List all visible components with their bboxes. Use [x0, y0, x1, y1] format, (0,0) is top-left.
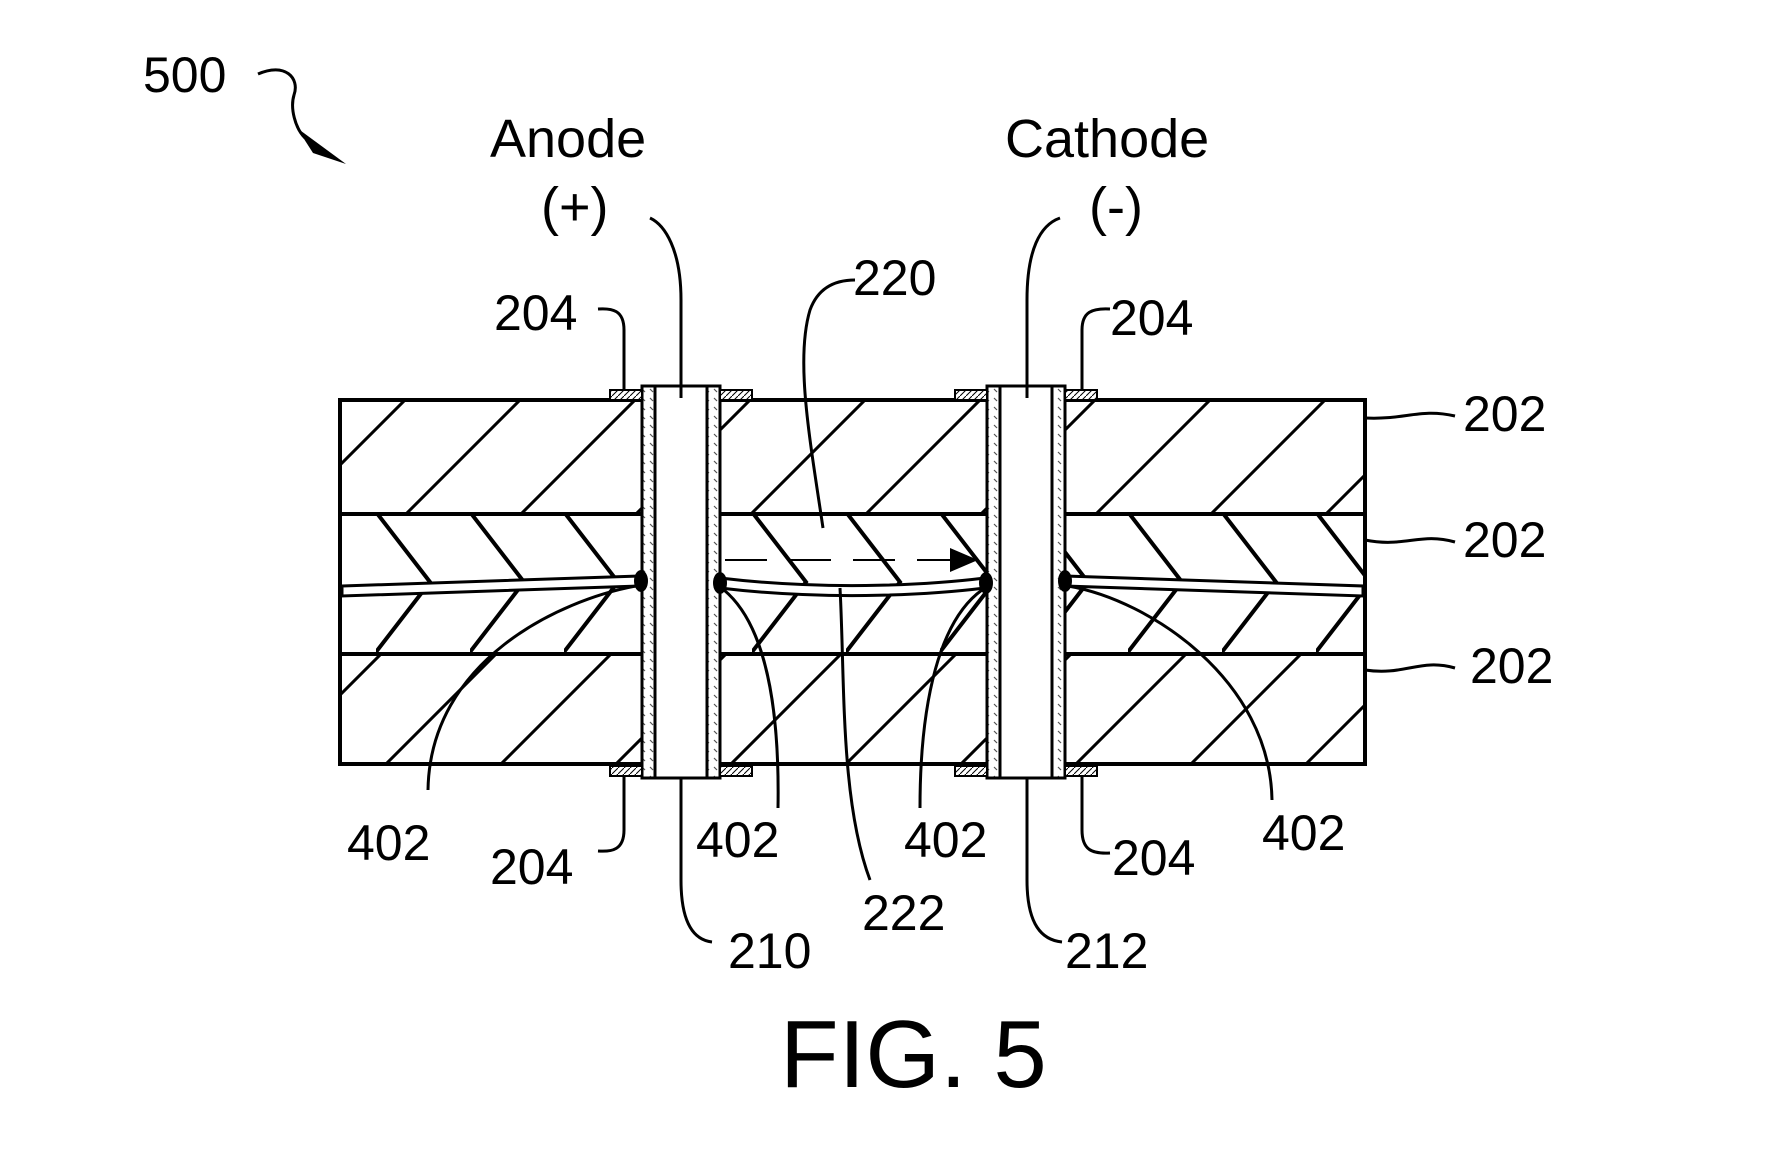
pad-bottom-cathode-left	[955, 766, 987, 776]
pad-top-cathode-left	[955, 390, 987, 400]
leader-anode	[650, 218, 681, 398]
label-204-bottom-left: 204	[490, 839, 573, 895]
pad-bottom-left	[610, 766, 642, 776]
leader-204-bottom-right	[1082, 776, 1110, 853]
leader-212	[1027, 778, 1062, 942]
cathode-name: Cathode	[1005, 109, 1209, 169]
leader-202-bottom	[1365, 665, 1455, 671]
anode-polarity: (+)	[541, 177, 609, 237]
label-212: 212	[1065, 923, 1148, 979]
label-402-2: 402	[696, 812, 779, 868]
label-222: 222	[862, 885, 945, 941]
anode-name: Anode	[490, 109, 646, 169]
leader-cathode	[1027, 218, 1060, 398]
figure-ref-arrowhead	[297, 128, 346, 164]
top-layer	[340, 400, 1365, 514]
label-220: 220	[853, 250, 936, 306]
pad-top-left	[610, 390, 642, 400]
cathode-via	[987, 386, 1065, 778]
label-402-4: 402	[1262, 805, 1345, 861]
label-202-bottom: 202	[1470, 638, 1553, 694]
pad-top-anode-right	[720, 390, 752, 400]
pad-top-right	[1065, 390, 1097, 400]
label-204-top-right: 204	[1110, 290, 1193, 346]
label-402-3: 402	[904, 812, 987, 868]
anode-terminal-label: Anode (+)	[490, 109, 646, 237]
pad-bottom-right	[1065, 766, 1097, 776]
leader-202-middle	[1365, 539, 1455, 543]
figure-ref-label: 500	[143, 47, 226, 103]
pad-bottom-anode-right	[720, 766, 752, 776]
label-204-top-left: 204	[494, 285, 577, 341]
label-202-middle: 202	[1463, 512, 1546, 568]
leader-204-top-left	[598, 309, 624, 390]
label-402-1: 402	[347, 815, 430, 871]
cathode-via-bore	[1000, 386, 1052, 778]
bottom-layer	[340, 654, 1365, 764]
anode-via	[642, 386, 720, 778]
leader-204-bottom-left	[598, 776, 624, 851]
cathode-terminal-label: Cathode (-)	[1005, 109, 1209, 237]
figure-caption: FIG. 5	[780, 1001, 1047, 1108]
anode-via-bore	[655, 386, 707, 778]
figure-reference: 500	[143, 47, 346, 164]
label-210: 210	[728, 923, 811, 979]
junction-dot-4	[1058, 570, 1072, 592]
label-202-top: 202	[1463, 386, 1546, 442]
leader-204-top-right	[1082, 309, 1110, 390]
leader-202-top	[1365, 413, 1455, 418]
junction-dot-1	[634, 570, 648, 592]
figure-ref-leader	[258, 70, 305, 138]
cathode-polarity: (-)	[1089, 177, 1143, 237]
label-204-bottom-right: 204	[1112, 830, 1195, 886]
